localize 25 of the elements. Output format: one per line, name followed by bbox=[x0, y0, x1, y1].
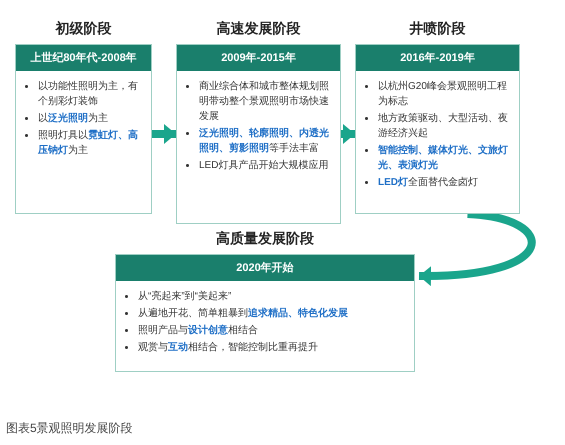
bullet-text: LED灯具产品开始大规模应用 bbox=[199, 158, 330, 173]
bullet-text: 从“亮起来”到“美起来” bbox=[138, 290, 232, 304]
period-header: 2016年-2019年 bbox=[356, 45, 519, 71]
stage-title: 初级阶段 bbox=[54, 19, 112, 38]
bullet-text: LED灯全面替代金卤灯 bbox=[378, 176, 479, 190]
bullet-text: 以杭州G20峰会景观照明工程为标志 bbox=[378, 80, 508, 109]
period-header: 2009年-2015年 bbox=[177, 45, 340, 71]
bullet-text: 照明产品与设计创意相结合 bbox=[138, 324, 259, 338]
period-header: 上世纪80年代-2008年 bbox=[16, 45, 151, 71]
bullet-text: 地方政策驱动、大型活动、夜游经济兴起 bbox=[378, 112, 509, 141]
bullet-text: 泛光照明、轮廓照明、内透光照明、剪影照明等手法丰富 bbox=[199, 126, 330, 156]
bullet-text: 商业综合体和城市整体规划照明带动整个景观照明市场快速发展 bbox=[199, 80, 330, 124]
caption: 图表5景观照明发展阶段 bbox=[6, 420, 133, 437]
bullet-text: 观赏与互动相结合，智能控制比重再提升 bbox=[138, 340, 319, 355]
period-header: 2020年开始 bbox=[116, 255, 414, 281]
bullet-text: 从遍地开花、简单粗暴到追求精品、特色化发展 bbox=[138, 306, 349, 321]
stage-title: 高速发展阶段 bbox=[216, 19, 302, 38]
arrow bbox=[152, 124, 176, 144]
bullet-text: 以泛光照明为主 bbox=[38, 112, 109, 126]
bullet-text: 智能控制、媒体灯光、文旅灯光、表演灯光 bbox=[378, 144, 509, 173]
stage-title: 井喷阶段 bbox=[408, 19, 466, 38]
arrow bbox=[341, 124, 355, 144]
stage-title: 高质量发展阶段 bbox=[215, 229, 315, 248]
bullet-text: 照明灯具以霓虹灯、高压钠灯为主 bbox=[38, 128, 139, 158]
bullet-text: 以功能性照明为主，有个别彩灯装饰 bbox=[38, 80, 139, 109]
